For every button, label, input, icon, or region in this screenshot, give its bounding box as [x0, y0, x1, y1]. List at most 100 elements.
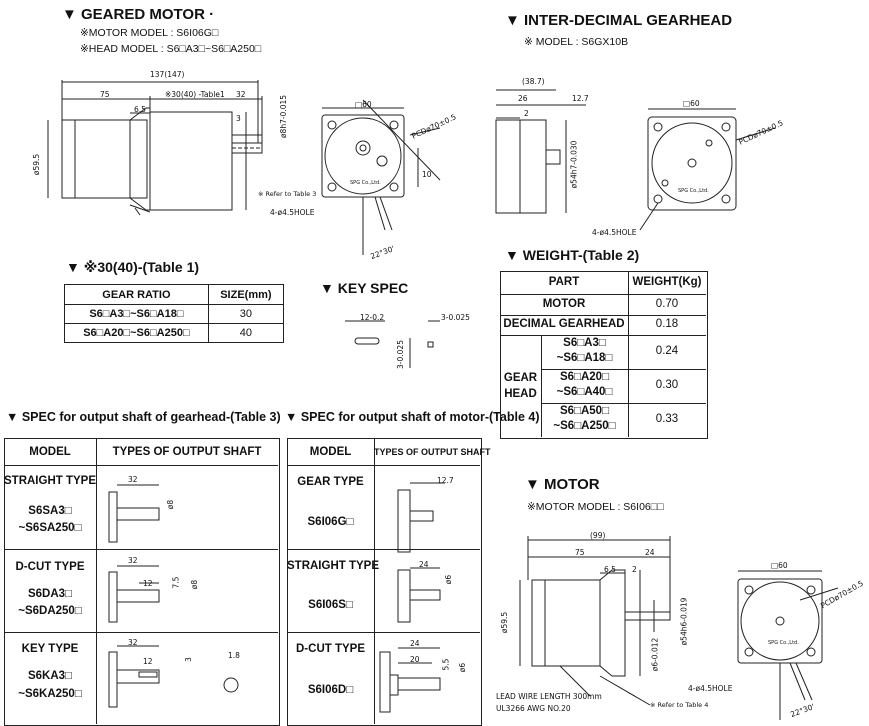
- t3-dim: 3: [183, 657, 193, 662]
- m-dim-6-5: 6.5: [604, 565, 616, 574]
- dim-3: 3: [236, 114, 241, 123]
- inter-decimal-side-view: [495, 89, 586, 214]
- weight-gear-row-l1: S6□A50□: [559, 405, 610, 417]
- m-dim-99: (99): [590, 531, 606, 540]
- table1-cell: 40: [207, 323, 285, 343]
- motor-side-view: [519, 536, 671, 706]
- weight-gear-row-value: 0.30: [655, 379, 679, 391]
- table4-row-type: GEAR TYPE: [297, 476, 364, 488]
- table3-row-model1: S6KA3□: [27, 670, 73, 682]
- weight-decimal-label: DECIMAL GEARHEAD: [503, 318, 625, 330]
- table3-header-types: TYPES OF OUTPUT SHAFT: [112, 446, 262, 458]
- key-spec-title: ▼ KEY SPEC: [320, 280, 409, 296]
- table3-title: ▼ SPEC for output shaft of gearhead-(Tab…: [6, 410, 281, 424]
- geared-motor-side-view: [47, 80, 263, 216]
- inter-decimal-title: ▼ INTER-DECIMAL GEARHEAD: [505, 12, 733, 29]
- dim-dia54: ø54h7-0.030: [569, 140, 579, 189]
- m-dim-sq60: □60: [771, 561, 788, 570]
- weight-gear-row-l2: ~S6□A18□: [556, 352, 613, 364]
- table3-row-type: KEY TYPE: [21, 643, 79, 655]
- weight-gear-row-value: 0.33: [655, 413, 679, 425]
- m-dim-24: 24: [645, 548, 655, 557]
- m-dim-dia54: ø54h6-0.019: [679, 597, 689, 646]
- geared-motor-head-model: ※HEAD MODEL : S6□A3□~S6□A250□: [80, 43, 262, 55]
- t4-dim: 12.7: [437, 476, 454, 485]
- m-dim-dia6: ø6-0.012: [650, 637, 660, 672]
- t4-dim: 24: [419, 560, 429, 569]
- weight-decimal-value: 0.18: [655, 318, 679, 330]
- m-awg: UL3266 AWG NO.20: [496, 704, 571, 713]
- key-spec-drawing: [345, 320, 440, 368]
- table3-row-model1: S6SA3□: [28, 505, 72, 517]
- table1-cell: S6□A20□~S6□A250□: [64, 323, 209, 343]
- key-dim-12: 12-0.2: [360, 313, 385, 322]
- brand-label: SPG Co.,Ltd.: [350, 180, 381, 186]
- weight-header-kg: WEIGHT(Kg): [632, 276, 702, 288]
- table1-header-ratio: GEAR RATIO: [64, 284, 209, 305]
- t3-dim: 12: [143, 579, 153, 588]
- t4-dim: 5.5: [441, 658, 451, 671]
- key-dim-3b: 3-0.025: [395, 340, 405, 369]
- dim-hole-b: 4-ø4.5HOLE: [592, 228, 637, 237]
- t3-dim: 7.5: [171, 576, 181, 589]
- weight-table: [500, 271, 708, 439]
- table4-row-model: S6I06G□: [307, 516, 354, 528]
- inter-decimal-model: ※ MODEL : S6GX10B: [524, 36, 629, 48]
- table4-shaft-drawings: [379, 482, 445, 713]
- table4-row-model: S6I06S□: [308, 599, 353, 611]
- dim-12-7: 12.7: [572, 94, 589, 103]
- table3-row-model2: ~S6SA250□: [18, 522, 82, 534]
- m-brand-label: SPG Co.,Ltd.: [768, 640, 799, 646]
- t3-dim: 1.8: [228, 651, 240, 660]
- dim-dia59-5: ø59.5: [32, 153, 42, 176]
- geared-motor-title: ▼ GEARED MOTOR ·: [62, 6, 215, 23]
- table3-row-model2: ~S6DA250□: [18, 605, 82, 617]
- dim-6-5: 6.5: [134, 105, 146, 114]
- t3-dim: 32: [128, 556, 138, 565]
- t4-dim: ø6: [458, 662, 468, 673]
- table3-row-type: D-CUT TYPE: [15, 561, 85, 573]
- weight-motor-value: 0.70: [655, 298, 679, 310]
- dim-26: 26: [518, 94, 528, 103]
- dim-sq60-b: □60: [683, 99, 700, 108]
- weight-gear-row-l1: S6□A20□: [559, 371, 610, 383]
- table4-header-types: TYPES OF OUTPUT SHAFT: [374, 447, 491, 457]
- weight-gear-label-1: GEAR: [503, 372, 538, 384]
- weight-gear-row-l2: ~S6□A40□: [556, 386, 613, 398]
- table4-title: ▼ SPEC for output shaft of motor-(Table …: [285, 410, 540, 424]
- m-dim-2: 2: [632, 565, 637, 574]
- dim-10: 10: [422, 170, 432, 179]
- geared-motor-model: ※MOTOR MODEL : S6I06G□: [80, 27, 219, 39]
- table1-cell: S6□A3□~S6□A18□: [64, 304, 209, 324]
- t4-dim: ø6: [444, 574, 454, 585]
- refer-table3: ※ Refer to Table 3: [258, 190, 317, 198]
- table1-cell: 30: [207, 304, 285, 324]
- dim-32: 32: [236, 90, 246, 99]
- t4-dim: 24: [410, 639, 420, 648]
- t3-dim: ø8: [190, 579, 200, 590]
- weight-gear-row-value: 0.24: [655, 345, 679, 357]
- table4-header-model: MODEL: [309, 446, 352, 458]
- table4-row-model: S6I06D□: [307, 684, 354, 696]
- dim-hole: 4-ø4.5HOLE: [270, 208, 315, 217]
- table1-title: ▼ ※30(40)-(Table 1): [66, 259, 200, 275]
- table4-row-type: STRAIGHT TYPE: [287, 560, 380, 572]
- table1: GEAR RATIO SIZE(mm) S6□A3□~S6□A18□ 30 S6…: [64, 284, 285, 343]
- t4-dim: 20: [410, 655, 420, 664]
- m-lead-wire: LEAD WIRE LENGTH 300mm: [496, 692, 602, 701]
- t3-dim: 32: [128, 475, 138, 484]
- weight-header-part: PART: [548, 276, 580, 288]
- weight-gear-row-l1: S6□A3□: [563, 337, 606, 349]
- t3-dim: 32: [128, 638, 138, 647]
- brand-label-b: SPG Co.,Ltd.: [678, 188, 709, 194]
- dim-sq60: □60: [355, 100, 372, 109]
- dim-2: 2: [524, 109, 529, 118]
- weight-gear-label-2: HEAD: [504, 388, 537, 400]
- table3-row-model1: S6DA3□: [27, 588, 73, 600]
- geared-motor-front-view: [321, 99, 441, 255]
- table3-row-type: STRAIGHT TYPE: [4, 475, 97, 487]
- dim-dia8h7: ø8h7-0.015: [279, 94, 289, 139]
- m-dim-75: 75: [575, 548, 585, 557]
- m-dim-dia59-5: ø59.5: [500, 611, 510, 634]
- table4-row-type: D-CUT TYPE: [296, 643, 365, 655]
